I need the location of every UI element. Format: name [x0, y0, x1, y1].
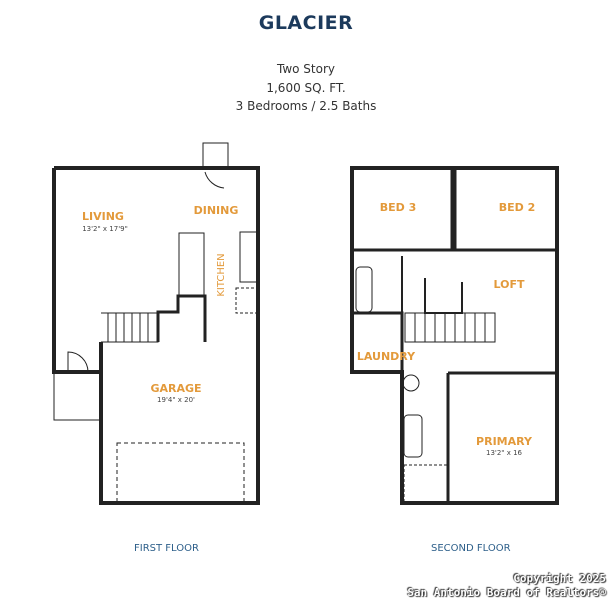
- entry-door: [204, 171, 225, 189]
- living-dimensions: 13'2" x 17'9": [82, 225, 128, 233]
- tub-primary-bath: [403, 414, 423, 458]
- first-floor-plan: [52, 142, 260, 505]
- primary-closet: [403, 464, 448, 504]
- room-laundry: LAUNDRY: [357, 350, 416, 363]
- story-text: Two Story: [276, 62, 335, 76]
- room-bed2: BED 2: [499, 201, 536, 214]
- range-counter: [239, 231, 258, 283]
- plan-title: GLACIER: [258, 12, 354, 34]
- fridge: [235, 287, 258, 314]
- room-garage: GARAGE: [150, 382, 201, 395]
- second-floor-walls: [350, 166, 559, 505]
- garage-door: [116, 442, 245, 504]
- stairs-first: [107, 313, 149, 342]
- second-floor-label: SECOND FLOOR: [431, 543, 511, 554]
- room-dining: DINING: [194, 204, 239, 217]
- water-heater: [402, 374, 420, 392]
- room-living: LIVING: [82, 210, 124, 223]
- room-kitchen: KITCHEN: [216, 253, 227, 296]
- watermark-line2: San Antonio Board of Realtors®: [407, 586, 606, 599]
- stair-outline-first: [101, 312, 159, 343]
- room-bed3: BED 3: [380, 201, 417, 214]
- bedroom-walls: [352, 168, 557, 252]
- garage-dimensions: 19'4" x 20': [157, 396, 195, 404]
- kitchen-island: [178, 232, 205, 296]
- beds-baths-text: 3 Bedrooms / 2.5 Baths: [235, 99, 377, 113]
- room-loft: LOFT: [494, 278, 525, 291]
- side-door: [67, 351, 89, 373]
- powder-room-walls: [156, 294, 207, 342]
- second-floor-plan: [350, 166, 559, 505]
- first-floor-label: FIRST FLOOR: [134, 543, 199, 554]
- room-primary: PRIMARY: [476, 435, 533, 448]
- porch: [53, 372, 101, 421]
- entry-stoop: [202, 142, 229, 169]
- tub-hall-bath: [355, 266, 373, 313]
- watermark-line1: Copyright 2025: [513, 572, 606, 585]
- sqft-text: 1,600 SQ. FT.: [266, 81, 346, 95]
- hall-bath-walls: [401, 256, 463, 314]
- primary-dimensions: 13'2" x 16: [486, 449, 523, 457]
- stair-treads-second: [414, 313, 486, 342]
- stairs-second: [404, 312, 496, 343]
